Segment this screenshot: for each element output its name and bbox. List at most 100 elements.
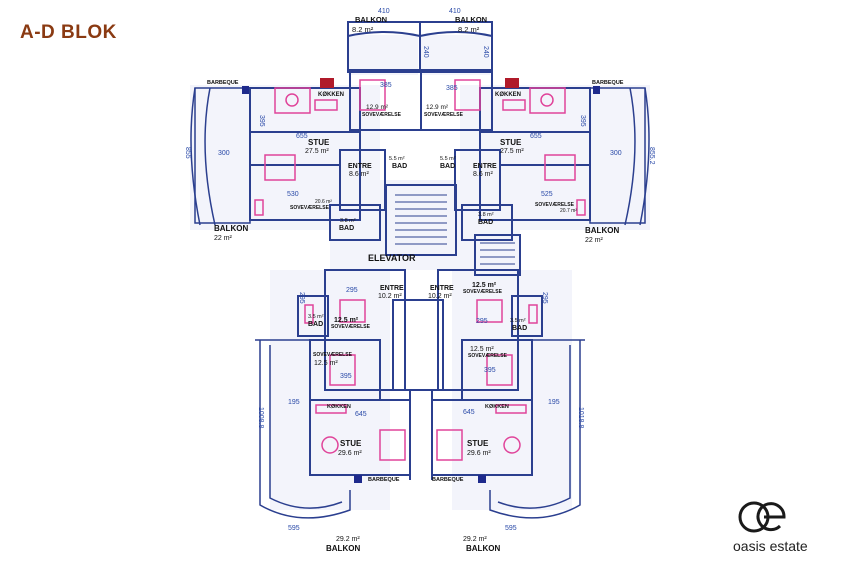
balkon-br-area: 29.2 m²	[463, 536, 487, 543]
dim-295-c: 295	[298, 292, 305, 304]
entre-tr-name: ENTRE	[473, 163, 497, 170]
sov-tr-area: 12.9 m²	[426, 104, 449, 111]
balkon-bl-name: BALKON	[326, 544, 360, 553]
dim-855: 855	[184, 147, 191, 159]
appliances	[242, 78, 600, 483]
sov2-tr-area: 20.7 m²	[560, 208, 577, 214]
sov2-tl-name: SOVEVÆRELSE	[290, 205, 330, 211]
stue-tr-name: STUE	[500, 138, 522, 147]
kokken-bl-label: KØKKEN	[327, 404, 351, 410]
sov-tr-name: SOVEVÆRELSE	[424, 112, 464, 118]
dim-410-right: 410	[449, 8, 461, 15]
entre-br-name: ENTRE	[430, 285, 454, 292]
sov-br-name: SOVEVÆRELSE	[463, 289, 503, 295]
dim-385-left: 385	[380, 82, 392, 89]
entre-tl-name: ENTRE	[348, 163, 372, 170]
sov2-bl-name: SOVEVÆRELSE	[313, 352, 353, 358]
bad2-tr-name: BAD	[478, 219, 493, 226]
entre-br-area: 10.2 m²	[428, 293, 452, 300]
dim-395-br: 395	[484, 367, 496, 374]
logo-text: oasis estate	[733, 538, 808, 554]
sov-tl-name: SOVEVÆRELSE	[362, 112, 402, 118]
kokken-tl-label: KØKKEN	[318, 92, 344, 98]
bad-br-area: 3.5 m²	[510, 318, 526, 324]
sov-bl-area: 12.5 m²	[334, 317, 359, 324]
entre-bl-name: ENTRE	[380, 285, 404, 292]
dim-655-right: 655	[530, 133, 542, 140]
sov2-bl-area: 12.5 m²	[314, 360, 338, 367]
balkon-top-right-area: 8.2 m²	[458, 25, 480, 34]
kokken-br-label: KØKKEN	[485, 404, 509, 410]
bad-tr-area: 5.5 m²	[440, 156, 456, 162]
dim-395-tr: 395	[579, 115, 586, 127]
dim-395-bl: 395	[340, 373, 352, 380]
barbeque-br-label: BARBEQUE	[432, 477, 464, 483]
dim-645-left: 645	[355, 411, 367, 418]
stue-tr-area: 27.5 m²	[500, 148, 524, 155]
stue-tl-area: 27.5 m²	[305, 148, 329, 155]
balconies	[190, 87, 650, 519]
barbeque-bl-label: BARBEQUE	[368, 477, 400, 483]
furniture	[254, 79, 586, 461]
dim-530: 530	[287, 191, 299, 198]
dim-240-right: 240	[482, 46, 489, 58]
dim-300-left: 300	[218, 150, 230, 157]
sov-bl-name: SOVEVÆRELSE	[331, 324, 371, 330]
entre-tr-area: 8.6 m²	[473, 171, 494, 178]
dim-295-b: 295	[476, 318, 488, 325]
stue-br-name: STUE	[467, 439, 489, 448]
balkon-l-name: BALKON	[214, 224, 248, 233]
balkon-r-area: 22 m²	[585, 237, 604, 244]
elevator-label: ELEVATOR	[368, 253, 416, 263]
dim-395-tl: 395	[258, 115, 265, 127]
stue-bl-area: 29.6 m²	[338, 450, 362, 457]
balkon-top-left-area: 8.2 m²	[352, 25, 374, 34]
bad-tl-area: 5.5 m²	[389, 156, 405, 162]
dim-855-2: 855.2	[648, 147, 655, 165]
bad-tl-name: BAD	[392, 163, 407, 170]
dim-300-right: 300	[610, 150, 622, 157]
balkon-top-right-name: BALKON	[455, 15, 487, 24]
sov2-br-area: 12.5 m²	[470, 346, 494, 353]
dim-295-a: 295	[346, 287, 358, 294]
barbeque-tr-label: BARBEQUE	[592, 80, 624, 86]
sov2-tr-name: SOVEVÆRELSE	[535, 202, 575, 208]
sov2-tl-area: 20.6 m²	[315, 199, 332, 205]
stairs	[395, 194, 515, 265]
kokken-tr-label: KØKKEN	[495, 92, 521, 98]
dim-1008-8: 1008.8	[257, 407, 264, 429]
bad2-tr-area: 3.8 m²	[478, 212, 494, 218]
dim-410-left: 410	[378, 8, 390, 15]
dim-295-d: 295	[541, 292, 548, 304]
balkon-l-area: 22 m²	[214, 235, 233, 242]
stue-tl-name: STUE	[308, 138, 330, 147]
dim-195-left: 195	[288, 399, 300, 406]
logo-e-icon	[756, 502, 786, 532]
bad-tr-name: BAD	[440, 163, 455, 170]
balkon-br-name: BALKON	[466, 544, 500, 553]
dim-1018-8: 1018.8	[577, 407, 584, 429]
bad-bl-name: BAD	[308, 321, 323, 328]
barbeque-tl-label: BARBEQUE	[207, 80, 239, 86]
dim-595-right: 595	[505, 525, 517, 532]
dim-385-right: 385	[446, 85, 458, 92]
bad-bl-area: 3.5 m²	[308, 314, 324, 320]
balkon-r-name: BALKON	[585, 226, 619, 235]
entre-tl-area: 8.6 m²	[349, 171, 370, 178]
entre-bl-area: 10.2 m²	[378, 293, 402, 300]
balkon-bl-area: 29.2 m²	[336, 536, 360, 543]
dim-595-left: 595	[288, 525, 300, 532]
dim-645-right: 645	[463, 409, 475, 416]
sov-br-area: 12.5 m²	[472, 282, 497, 289]
dim-525: 525	[541, 191, 553, 198]
dim-195-right: 195	[548, 399, 560, 406]
stue-bl-name: STUE	[340, 439, 362, 448]
bad2-tl-area: 3.8 m²	[340, 218, 356, 224]
sov-tl-area: 12.9 m²	[366, 104, 389, 111]
dim-655-left: 655	[296, 133, 308, 140]
bad2-tl-name: BAD	[339, 225, 354, 232]
bad-br-name: BAD	[512, 325, 527, 332]
dim-240-left: 240	[422, 46, 429, 58]
stue-br-area: 29.6 m²	[467, 450, 491, 457]
